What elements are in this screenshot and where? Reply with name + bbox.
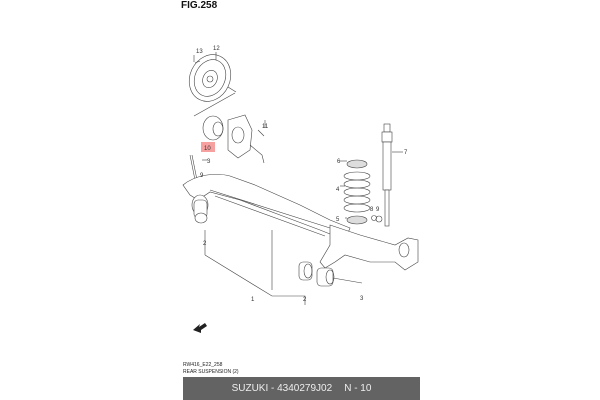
wheel-hub-part — [202, 115, 224, 141]
callout-1: 1 — [251, 297, 255, 303]
callout-3-right: 3 — [360, 296, 364, 302]
figure-code: RW416_E22_258 — [183, 362, 223, 368]
callout-2-right: 2 — [303, 297, 307, 303]
callout-9-left: 9 — [200, 173, 204, 179]
right-bushing-parts — [298, 261, 335, 287]
front-direction-arrow-icon — [193, 323, 207, 333]
callout-2-left: 2 — [203, 241, 207, 247]
callout-6: 6 — [337, 159, 341, 165]
callout-4: 4 — [336, 187, 340, 193]
brake-drum-part — [188, 54, 232, 102]
callout-13: 13 — [196, 49, 203, 55]
shock-absorber-part — [381, 123, 393, 227]
callout-3-left: 3 — [207, 159, 211, 165]
figure-name: REAR SUSPENSION (2) — [183, 369, 239, 375]
callout-12: 12 — [213, 46, 220, 52]
part-number: SUZUKI - 4340279J02 — [231, 383, 333, 394]
callout-7: 7 — [404, 150, 408, 156]
left-bushing-part — [191, 194, 209, 224]
callout-5: 5 — [336, 217, 340, 223]
rear-suspension-diagram: 13 12 11 10 3 9 2 1 2 3 6 4 5 7 8 9 — [182, 46, 419, 333]
callout-8: 8 — [370, 207, 374, 213]
coil-spring-part — [343, 159, 371, 225]
figure-title: FIG.258 — [181, 0, 218, 11]
reference-number: N - 10 — [344, 383, 372, 394]
highlight-callout-10[interactable] — [201, 142, 215, 152]
part-info-banner: SUZUKI - 4340279J02 N - 10 — [183, 377, 420, 400]
callout-11: 11 — [262, 124, 269, 130]
callout-9-right: 9 — [376, 207, 380, 213]
callout-10[interactable]: 10 — [204, 146, 211, 152]
